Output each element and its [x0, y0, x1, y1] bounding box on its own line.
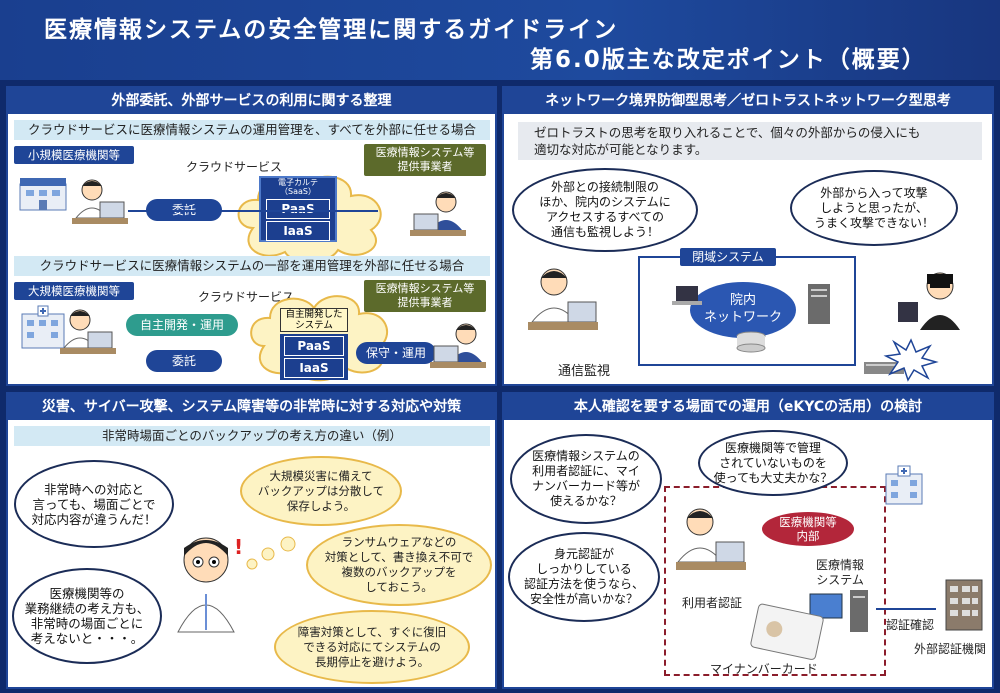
case2-own-system: 自主開発した システム [280, 308, 348, 332]
engineer-at-pc-icon [410, 191, 466, 236]
ekyc-bubble-1: 医療情報システムの 利用者認証に、マイ ナンバーカード等が 使えるかな？ [510, 434, 662, 524]
panel-emergency-title: 災害、サイバー攻撃、システム障害等の非常時に対する対応や対策 [8, 394, 495, 420]
case2-maintenance-arrow: 保守・運用 [356, 342, 436, 364]
case1-paas: PaaS [266, 199, 330, 219]
clinic-building-icon [19, 178, 67, 211]
system-label: 医療情報 システム [816, 558, 865, 587]
header-banner [0, 0, 1000, 80]
case2-iaas: IaaS [284, 358, 344, 378]
case1-provider-tag: 医療情報システム等 提供事業者 [364, 144, 486, 176]
panel-outsourcing: 外部委託、外部サービスの利用に関する整理 クラウドサービスに医療情報システムの運… [6, 86, 497, 386]
blocked-burst-icon [883, 338, 939, 382]
ekyc-bubble-3: 身元認証が しっかりしている 認証方法を使うなら、 安全性が高いかな？ [508, 532, 660, 622]
external-building-icon [945, 579, 983, 631]
attacker-speech-bubble: 外部から入って攻撃 しようと思ったが、 うまく攻撃できない！ [790, 170, 958, 246]
hospital-icon [885, 465, 923, 505]
page-title-line2: 第6.0版主な改定ポイント（概要） [530, 47, 927, 73]
thought-disaster: 大規模災害に備えて バックアップは分散して 保存しよう。 [240, 456, 402, 526]
case1-heading: クラウドサービスに医療情報システムの運用管理を、すべてを外部に任せる場合 [14, 120, 490, 140]
case1-cloud-label: クラウドサービス [186, 160, 283, 174]
panel-zero-trust-title: ネットワーク境界防御型思考／ゼロトラストネットワーク型思考 [504, 88, 992, 114]
thought-ransomware: ランサムウェアなどの 対策として、書き換え不可で 複数のバックアップを しておこ… [306, 524, 492, 606]
laptop-icon [672, 286, 702, 305]
thought-failure: 障害対策として、すぐに復旧 できる対応にてシステムの 長期停止を避けよう。 [274, 610, 470, 684]
mynumber-card-icon [750, 603, 824, 660]
auth-confirm-label: 認証確認 [886, 618, 935, 632]
engineer-at-pc-icon-2 [430, 323, 486, 368]
database-icon [736, 331, 766, 353]
case1-org-tag: 小規模医療機関等 [14, 146, 134, 164]
case2-self-operate-arrow: 自主開発・運用 [126, 314, 238, 336]
closed-system-tag: 閉域システム [680, 248, 776, 266]
panel-emergency: 災害、サイバー攻撃、システム障害等の非常時に対する対応や対策 非常時場面ごとのバ… [6, 392, 497, 689]
monitor-label: 通信監視 [558, 364, 611, 379]
backup-subtitle: 非常時場面ごとのバックアップの考え方の違い（例） [14, 426, 490, 446]
case1-iaas: IaaS [266, 221, 330, 241]
zero-trust-intro: ゼロトラストの思考を取り入れることで、個々の外部からの侵入にも 適切な対応が可能… [518, 122, 982, 160]
panel-zero-trust: ネットワーク境界防御型思考／ゼロトラストネットワーク型思考 ゼロトラストの思考を… [502, 86, 994, 386]
mynumber-label: マイナンバーカード [710, 662, 818, 676]
server-icon [808, 284, 830, 324]
user-auth-label: 利用者認証 [682, 596, 743, 610]
panel-outsourcing-title: 外部委託、外部サービスの利用に関する整理 [8, 88, 495, 114]
auth-link-line [876, 608, 936, 610]
hacker-icon [898, 272, 960, 330]
case2-paas: PaaS [284, 336, 344, 356]
case2-heading: クラウドサービスに医療情報システムの一部を運用管理を外部に任せる場合 [14, 256, 490, 276]
thought-dots [246, 536, 296, 570]
monitor-speech-bubble: 外部との接続制限の ほか、院内のシステムに アクセスするすべての 通信も監視しよ… [512, 168, 698, 252]
doctor-at-pc-icon [72, 179, 128, 224]
system-pc-icon [809, 590, 868, 632]
case1-saas-label: 電子カルテ （SaaS） [278, 178, 318, 196]
panel-ekyc: 本人確認を要する場面での運用（eKYCの活用）の検討 医療機関等 内部 医療情報… [502, 392, 994, 689]
doctor-monitoring-icon [528, 268, 598, 330]
hospital-network-oval: 院内 ネットワーク [690, 282, 796, 338]
panel-ekyc-title: 本人確認を要する場面での運用（eKYCの活用）の検討 [504, 394, 992, 420]
svg-text:!: ! [234, 535, 243, 559]
emergency-bubble-2: 医療機関等の 業務継続の考え方も、 非常時の場面ごとに 考えないと・・・。 [12, 568, 162, 664]
case2-cloud-label: クラウドサービス [198, 290, 295, 304]
doctor-thinking-icon: ! [177, 535, 243, 633]
hospital-building-icon [21, 305, 65, 349]
case2-delegate-arrow: 委託 [146, 350, 222, 372]
page-title-line1: 医療情報システムの安全管理に関するガイドライン [44, 17, 619, 43]
case2-org-tag: 大規模医療機関等 [14, 282, 134, 300]
case2-provider-tag: 医療情報システム等 提供事業者 [364, 280, 486, 312]
case1-line [128, 210, 378, 212]
ekyc-bubble-2: 医療機関等で管理 されていないものを 使っても大丈夫かな？ [698, 430, 848, 496]
doctor-auth-icon [676, 508, 746, 570]
emergency-bubble-1: 非常時への対応と 言っても、場面ごとで 対応内容が違うんだ！ [14, 460, 174, 548]
inside-tag: 医療機関等 内部 [762, 512, 854, 546]
doctor-at-pc-icon-2 [60, 309, 116, 354]
external-auth-label: 外部認証機関 [914, 642, 987, 656]
